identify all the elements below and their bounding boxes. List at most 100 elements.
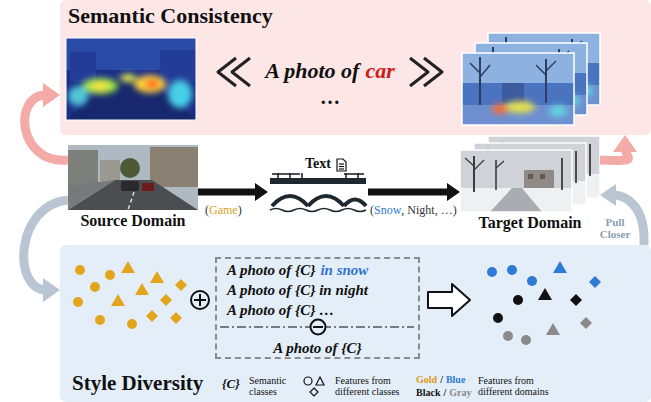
double-chevron — [218, 58, 442, 86]
source-feature-scatter — [73, 261, 187, 329]
label-row: (Game) — [205, 204, 242, 218]
label-text: {C} — [222, 377, 240, 392]
node-text: Text — [305, 156, 331, 172]
arrowhead — [447, 183, 460, 201]
bridge-icon-part-part — [277, 173, 279, 178]
source-scene — [68, 145, 198, 210]
target-scene-stack-part — [474, 143, 586, 205]
document-icon-part — [339, 166, 344, 167]
dash-dot-separator-part — [220, 326, 414, 328]
label-text: , Night, …) — [401, 204, 456, 218]
legend-text: Semantic classes — [249, 375, 301, 397]
arrowhead — [613, 135, 637, 152]
dash-dot-separator-part — [313, 326, 323, 328]
target-heatmap-stack-part — [475, 43, 587, 115]
mixed-feature-scatter-part — [503, 331, 513, 341]
hollow-arrow — [428, 284, 470, 316]
source-feature-scatter-part — [170, 312, 182, 324]
segmentation-heatmap-part-part — [68, 86, 88, 106]
bridge-icon-part — [344, 200, 366, 207]
label-text: Gold — [416, 374, 437, 386]
bridge-icon-part — [308, 196, 344, 206]
source-scene-part — [150, 147, 198, 187]
node-text: Semantic Consistency — [68, 3, 273, 28]
label-text: … — [320, 86, 340, 109]
source-scene-part — [100, 160, 120, 186]
plus-symbol-part — [199, 294, 201, 306]
label-text: / — [440, 374, 443, 386]
legend-shape-sample — [304, 377, 324, 396]
mixed-feature-scatter — [487, 261, 601, 345]
target-heatmap-stack-part — [488, 33, 600, 105]
node-text: Source Domain — [80, 212, 185, 230]
source-feature-scatter-part — [111, 294, 125, 306]
document-icon-part — [339, 163, 344, 164]
bridge-icon-part — [270, 209, 366, 212]
connector-line — [600, 149, 628, 161]
consistency-arrow — [25, 83, 68, 160]
legend-shape-sample-part — [304, 377, 312, 385]
source-feature-scatter-part — [95, 315, 105, 325]
bridge-icon-part-part — [344, 173, 364, 175]
arrowhead — [600, 184, 616, 206]
plus-symbol-part — [194, 299, 206, 301]
source-feature-scatter-part — [175, 279, 187, 291]
source-scene-part — [120, 158, 140, 178]
source-scene-part — [142, 183, 154, 191]
segmentation-heatmap-part-part — [145, 80, 159, 88]
source-scene-part — [68, 150, 98, 186]
segmentation-heatmap-part — [160, 50, 196, 82]
label-text: car — [365, 58, 394, 83]
node-text: A photo of {C} — [273, 340, 361, 357]
source-feature-scatter-part — [146, 310, 158, 322]
double-chevron-part — [424, 58, 442, 86]
legend-text: Features from different classes — [335, 375, 413, 397]
mixed-feature-scatter-part — [527, 276, 537, 286]
source-scene-part — [128, 192, 134, 210]
label-text: ) — [238, 204, 242, 218]
segmentation-heatmap — [66, 38, 196, 120]
label-text: Snow — [374, 204, 401, 218]
bridge-icon-part-part — [272, 173, 300, 175]
source-feature-scatter-part — [135, 283, 149, 295]
legend-text: Features from different domains — [478, 375, 564, 397]
connector-line — [24, 200, 68, 290]
plus-symbol-part — [191, 291, 209, 309]
bridge-icon-part — [270, 178, 366, 184]
label-row: {C} — [222, 377, 240, 392]
label-text: Gray — [449, 387, 471, 399]
label-row: … — [180, 86, 480, 109]
source-feature-scatter-part — [90, 282, 100, 292]
source-feature-scatter-part — [121, 261, 135, 273]
label-row: Black/Gray — [416, 387, 471, 399]
connector-line — [368, 189, 450, 196]
mixed-feature-scatter-part — [580, 317, 592, 329]
mixed-feature-scatter-part — [538, 288, 552, 300]
label-text: A photo of — [265, 58, 359, 83]
target-scene-stack — [460, 136, 600, 212]
text-bridge: Text — [268, 156, 368, 212]
label-row: A photo ofcar — [180, 58, 480, 83]
node-text: A photo of {C} — [227, 262, 315, 279]
bridge-icon — [270, 173, 366, 212]
diversity-arrow — [24, 200, 68, 302]
segmentation-heatmap-part — [66, 38, 196, 70]
target-scene-stack-part — [460, 150, 572, 212]
source-feature-scatter-part — [160, 294, 172, 306]
source-feature-scatter-part — [150, 271, 164, 283]
target-scene-stack-part — [488, 136, 600, 198]
document-icon — [337, 159, 346, 171]
connector-line — [198, 188, 258, 195]
mixed-feature-scatter-part — [553, 261, 567, 273]
node-text: in snow — [320, 262, 368, 279]
mixed-feature-scatter-part — [487, 267, 497, 277]
bridge-icon-part-part — [301, 173, 303, 178]
document-icon-part — [339, 168, 344, 169]
segmentation-heatmap-part — [66, 38, 196, 120]
consistency-arrow — [600, 135, 637, 161]
mixed-feature-scatter-part — [521, 335, 531, 345]
segmentation-heatmap-part-part — [120, 74, 136, 82]
label-text: ( — [205, 204, 209, 218]
source-scene-part — [68, 180, 115, 210]
